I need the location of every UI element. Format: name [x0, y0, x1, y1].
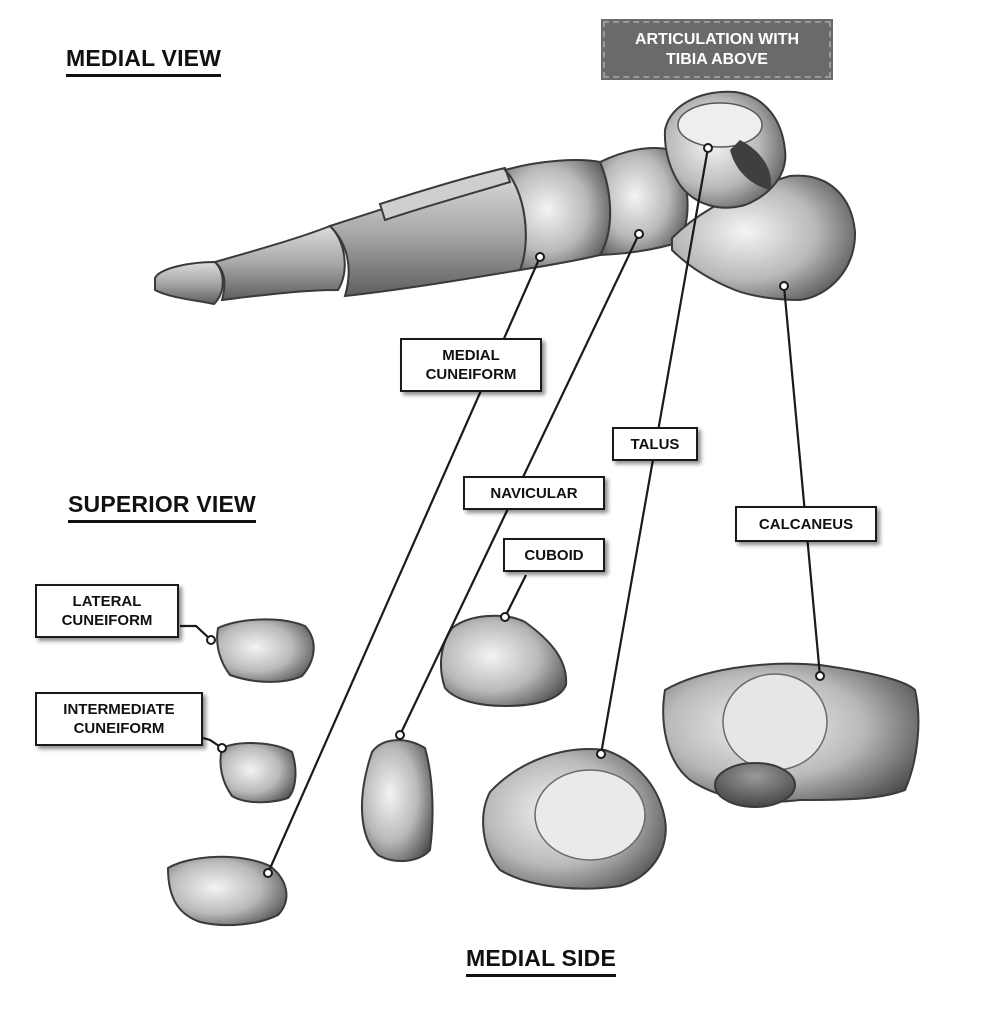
second-metatarsal [378, 166, 512, 222]
distal-phalanx [154, 260, 224, 306]
medial-cuneiform-superior-bone [166, 855, 288, 927]
label-cuboid: CUBOID [503, 538, 605, 572]
dot-calcaneus-bottom [815, 671, 825, 681]
talus-trochlea [677, 102, 763, 148]
medial-view-foot [154, 90, 857, 306]
superior-view-heading: SUPERIOR VIEW [68, 490, 256, 523]
talus-superior-facet [534, 769, 646, 861]
leader-dots [206, 143, 825, 878]
talus-shading [730, 140, 771, 190]
label-medial-cuneiform: MEDIAL CUNEIFORM [400, 338, 542, 392]
label-navicular: NAVICULAR [463, 476, 605, 510]
leader-cuboid [504, 574, 527, 618]
dot-calcaneus-top [779, 281, 789, 291]
calcaneus-superior-facet [722, 673, 828, 771]
dot-cuboid [500, 612, 510, 622]
superior-view-bones [166, 614, 920, 927]
dot-intermediate-cuneiform [217, 743, 227, 753]
medial-view-heading: MEDIAL VIEW [66, 44, 222, 77]
cuboid-bone [440, 614, 568, 708]
medial-side-heading: MEDIAL SIDE [466, 944, 617, 977]
label-lateral-cuneiform: LATERAL CUNEIFORM [35, 584, 179, 638]
dot-talus-bottom [596, 749, 606, 759]
label-intermediate-cuneiform: INTERMEDIATE CUNEIFORM [35, 692, 203, 746]
calcaneus-superior-process [714, 762, 796, 808]
dot-navicular-top [634, 229, 644, 239]
dot-medial-cuneiform-bottom [263, 868, 273, 878]
lateral-cuneiform-bone [216, 618, 315, 683]
leader-lateral-cuneiform [180, 624, 212, 641]
dot-medial-cuneiform-top [535, 252, 545, 262]
navicular-superior-bone [361, 739, 434, 862]
articulation-callout: ARTICULATION WITH TIBIA ABOVE [601, 19, 833, 80]
dot-lateral-cuneiform [206, 635, 216, 645]
leader-calcaneus [782, 285, 822, 677]
label-talus: TALUS [612, 427, 698, 461]
dot-navicular-bottom [395, 730, 405, 740]
intermediate-cuneiform-bone [219, 742, 297, 804]
dot-talus-top [703, 143, 713, 153]
proximal-phalanx [212, 224, 346, 302]
label-calcaneus: CALCANEUS [735, 506, 877, 542]
